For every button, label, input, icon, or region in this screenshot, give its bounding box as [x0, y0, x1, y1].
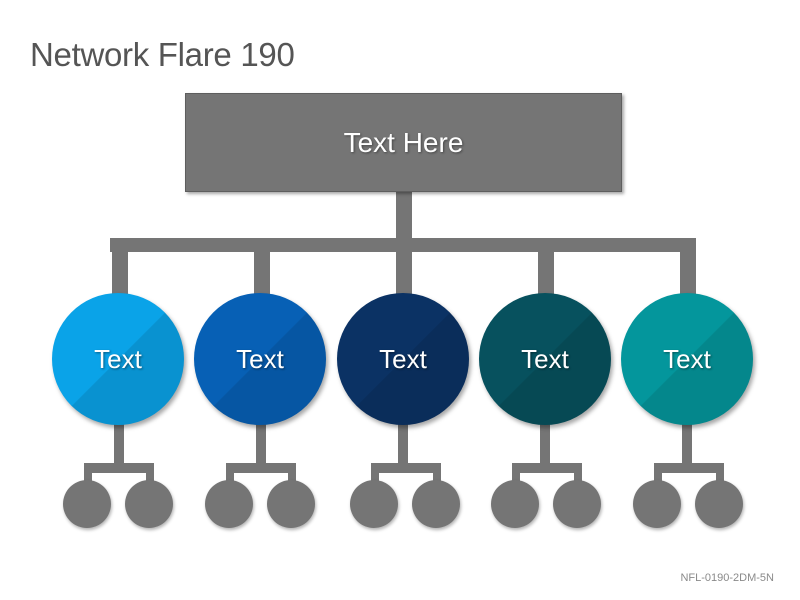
leaf-2a	[205, 480, 253, 528]
footer-code: NFL-0190-2DM-5N	[680, 572, 774, 584]
leaf-1a	[63, 480, 111, 528]
node-3: Text	[337, 293, 469, 425]
page-title: Network Flare 190	[30, 36, 295, 73]
node-2: Text	[194, 293, 326, 425]
leaf-1b	[125, 480, 173, 528]
node-1: Text	[52, 293, 184, 425]
top-box: Text Here	[185, 93, 622, 192]
node-4-label: Text	[521, 343, 569, 374]
leaf-3a	[350, 480, 398, 528]
node-3-label: Text	[379, 343, 427, 374]
node-5: Text	[621, 293, 753, 425]
node-2-label: Text	[236, 343, 284, 374]
leaf-4b	[553, 480, 601, 528]
top-box-label: Text Here	[343, 126, 464, 158]
node-4: Text	[479, 293, 611, 425]
node-1-label: Text	[94, 343, 142, 374]
leaf-4a	[491, 480, 539, 528]
leaf-5b	[695, 480, 743, 528]
leaf-3b	[412, 480, 460, 528]
leaf-2b	[267, 480, 315, 528]
node-5-label: Text	[663, 343, 711, 374]
leaf-5a	[633, 480, 681, 528]
